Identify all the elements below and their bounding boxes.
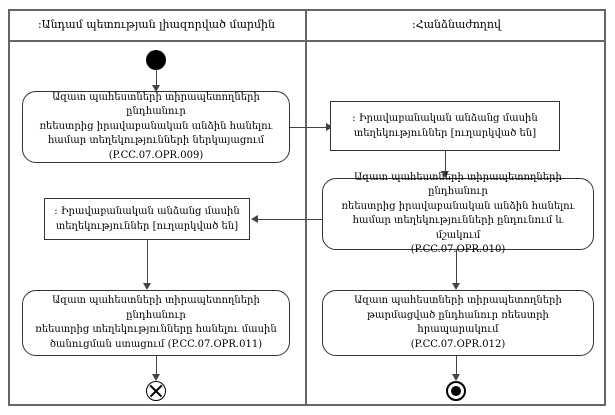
arrowhead-a010-to-a012 xyxy=(452,283,460,290)
activity-opr-009[interactable]: Ազատ պահեստների տիրապետողների ընդհանուր … xyxy=(22,91,290,163)
object-node-right-line1: : Իրավաբանական անձանց մասին xyxy=(352,113,538,124)
activity-opr-012-line1: Ազատ պահեստների տիրապետողների xyxy=(354,295,562,306)
edge-a009-to-object-right xyxy=(290,127,328,128)
object-node-legal-entity-info-right[interactable]: : Իրավաբանական անձանց մասին տեղեկություն… xyxy=(330,101,560,151)
edge-a010-to-object-left xyxy=(257,219,323,220)
activity-opr-011-line1: Ազատ պահեստների տիրապետողների ընդհանուր xyxy=(52,295,260,321)
activity-final-node xyxy=(446,381,466,401)
swimlane-title-member-state: :Անդամ պետության լիազորված մարմին xyxy=(37,18,276,31)
swimlane-divider xyxy=(305,9,307,406)
object-node-left-line2: տեղեկություններ [ուղարկված են] xyxy=(55,221,239,232)
activity-opr-010-line3: համար տեղեկությունների ընդունում և մշակո… xyxy=(352,215,564,241)
edge-start-to-a009 xyxy=(156,70,157,87)
arrowhead-a009-to-object-right xyxy=(326,123,333,131)
activity-opr-009-line3: համար տեղեկությունների ներկայացում xyxy=(47,135,265,147)
activity-opr-010[interactable]: Ազատ պահեստների տիրապետողների ընդհանուր … xyxy=(322,172,594,255)
edge-a010-to-a012 xyxy=(456,250,457,284)
swimlane-header-rule xyxy=(8,40,606,42)
arrowhead-object-left-to-a011 xyxy=(143,283,151,290)
activity-opr-011-line3: ծանուցման ստացում (P.CC.07.OPR.011) xyxy=(49,338,263,350)
object-node-right-line2: տեղեկություններ [ուղարկված են] xyxy=(353,128,537,139)
activity-opr-010-line2: ռեեստրից իրավաբանական անձին հանելու xyxy=(341,200,575,212)
initial-node xyxy=(146,50,166,70)
activity-opr-012-code: (P.CC.07.OPR.012) xyxy=(410,338,506,350)
activity-opr-012[interactable]: Ազատ պահեստների տիրապետողների թարմացված … xyxy=(322,290,594,356)
arrowhead-a010-to-object-left xyxy=(251,215,258,223)
edge-object-right-to-a010 xyxy=(445,151,446,173)
activity-opr-009-line1: Ազատ պահեստների տիրապետողների ընդհանուր xyxy=(52,91,260,118)
edge-a011-to-flow-final xyxy=(156,356,157,379)
arrowhead-object-right-to-a010 xyxy=(441,171,449,178)
activity-opr-011-line2: ռեեստրից տեղեկությունները հանելու մասին xyxy=(35,324,277,335)
object-node-legal-entity-info-left[interactable]: : Իրավաբանական անձանց մասին տեղեկություն… xyxy=(44,198,250,240)
activity-opr-012-line2: թարմացված ընդհանուր ռեեստրի հրապարակում xyxy=(367,309,549,336)
edge-object-left-to-a011 xyxy=(147,240,148,285)
swimlane-title-commission: :Հանձնաժողով xyxy=(412,18,501,31)
activity-opr-009-code: (P.CC.07.OPR.009) xyxy=(108,149,204,161)
arrowhead-a012-to-activity-final xyxy=(452,374,460,381)
arrowhead-a011-to-flow-final xyxy=(152,374,160,381)
activity-opr-010-line1: Ազատ պահեստների տիրապետողների ընդհանուր xyxy=(354,171,562,198)
activity-opr-010-code: (P.CC.07.OPR.010) xyxy=(410,244,506,255)
edge-a012-to-activity-final xyxy=(456,356,457,379)
activity-opr-009-line2: ռեեստրից իրավաբանական անձին հանելու xyxy=(39,120,273,132)
arrowhead-start-to-a009 xyxy=(152,85,160,92)
activity-opr-011[interactable]: Ազատ պահեստների տիրապետողների ընդհանուր … xyxy=(22,290,290,356)
flow-final-node xyxy=(146,381,166,401)
object-node-left-line1: : Իրավաբանական անձանց մասին xyxy=(54,206,240,217)
